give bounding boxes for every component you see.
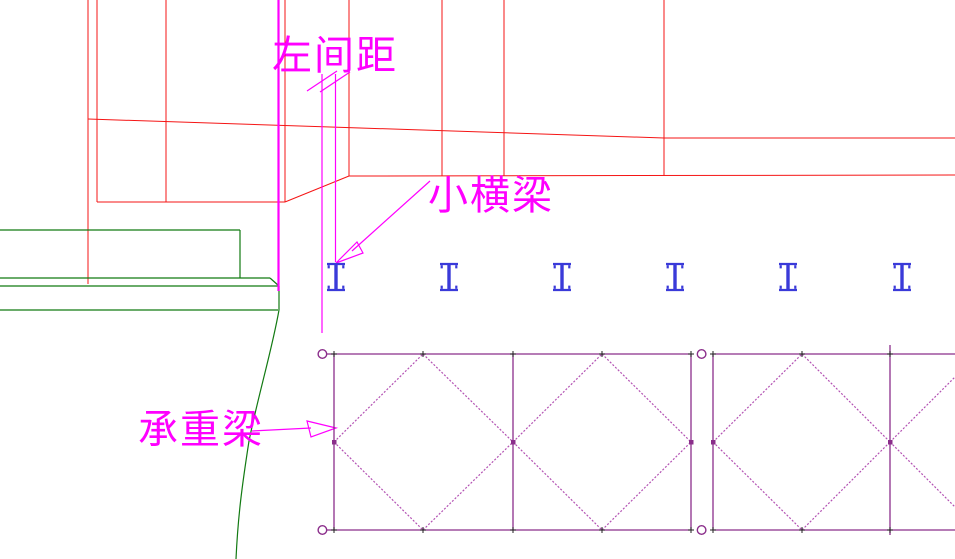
truss-girder[interactable] (317, 345, 955, 536)
crossbeam-row[interactable] (325, 262, 913, 292)
label-load-bearing-beam[interactable]: 承重梁 (138, 407, 264, 452)
i-beam-icon (325, 262, 347, 292)
left-spacing-dimension[interactable] (277, 0, 351, 333)
truss-node-markers (330, 350, 894, 534)
pin-circle-icon (317, 349, 328, 360)
truss-diagonals (333, 353, 955, 531)
embankment-slope-curve (235, 309, 280, 559)
truss-chords-and-verticals (327, 345, 955, 535)
bridge-deck-outline[interactable] (87, 0, 955, 284)
i-beam-icon (664, 262, 686, 292)
i-beam-icon (551, 262, 573, 292)
label-small-crossbeam[interactable]: 小横梁 (428, 173, 554, 218)
pin-circle-icon (696, 349, 707, 360)
abutment-outline[interactable] (0, 229, 280, 559)
truss-pin-circles (317, 349, 707, 536)
dimension-tick-icon (306, 70, 338, 92)
i-beam-icon (438, 262, 460, 292)
pin-circle-icon (696, 525, 707, 536)
label-left-spacing[interactable]: 左间距 (272, 33, 398, 78)
i-beam-icon (891, 262, 913, 292)
truss-mid-node-squares (332, 440, 893, 445)
pin-circle-icon (317, 525, 328, 536)
i-beam-icon (777, 262, 799, 292)
load-bearing-beam-leader[interactable] (251, 420, 339, 438)
small-crossbeam-leader[interactable] (335, 180, 431, 264)
leader-arrowhead-icon (335, 241, 364, 264)
dimension-tick-icon (319, 71, 351, 93)
leader-arrowhead-icon (306, 420, 339, 438)
